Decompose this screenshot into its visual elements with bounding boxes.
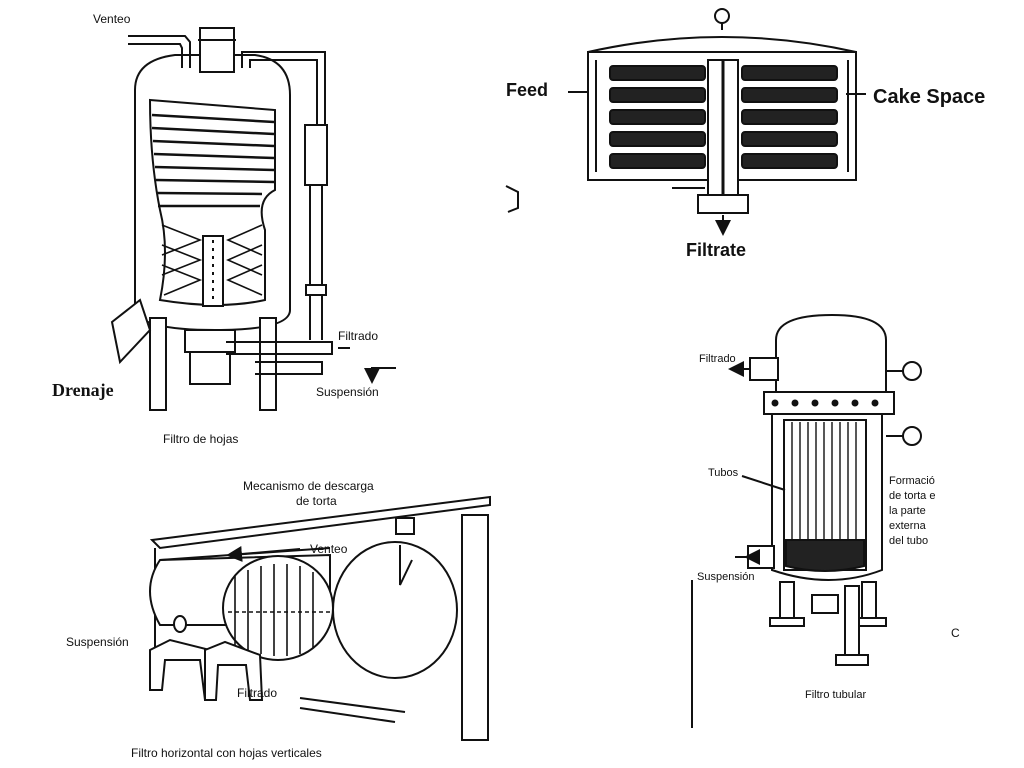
leaf-vent-label: Venteo [93,12,131,26]
horizontal-filter-caption: Filtro horizontal con hojas verticales [131,746,322,760]
tubular-cake-label-2: de torta e [889,490,936,502]
horizontal-mechanism-label-1: Mecanismo de descarga [243,479,374,493]
leaf-drain-label: Drenaje [52,380,114,400]
tubular-cake-label-5: del tubo [889,535,929,547]
disc-filtrate-label: Filtrate [686,240,747,260]
leaf-filtrate-label: Filtrado [338,329,379,343]
disc-cake-space-label: Cake Space [873,86,986,108]
tubular-filter-drawing [691,313,922,728]
disc-feed-label: Feed [506,80,549,100]
tubular-tubes-label: Tubos [708,467,739,479]
tubular-suspension-label: Suspensión [697,571,755,583]
horizontal-filtrate-label: Filtrado [237,686,278,700]
leaf-filter-caption: Filtro de hojas [163,432,239,446]
horizontal-suspension-label: Suspensión [66,635,129,649]
tubular-cake-label-3: la parte [889,505,926,517]
horizontal-filter-drawing [149,495,491,741]
leaf-suspension-label: Suspensión [316,385,379,399]
tubular-edge-letter: C [951,626,960,640]
disc-filter-drawing [505,8,866,236]
horizontal-vent-label: Venteo [310,542,348,556]
horizontal-mechanism-label-2: de torta [296,494,337,508]
tubular-filter-caption: Filtro tubular [805,689,867,701]
tubular-filtrate-label: Filtrado [699,353,736,365]
tubular-cake-label-4: externa [889,520,926,532]
leaf-filter-drawing [110,27,396,411]
tubular-cake-label-1: Formació [889,475,935,487]
